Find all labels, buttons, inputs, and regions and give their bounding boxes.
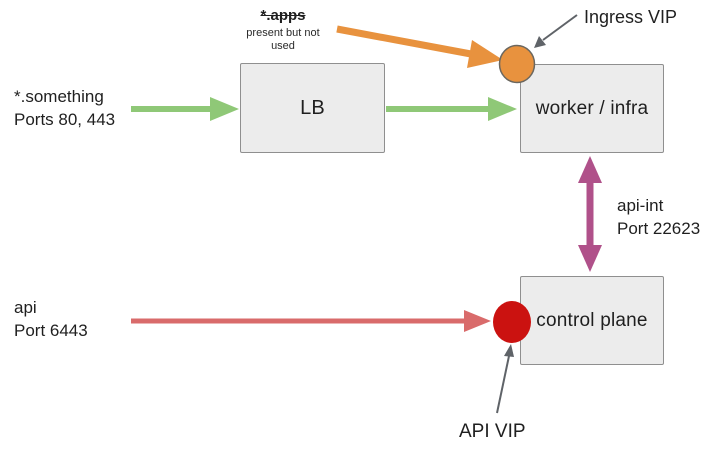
green-arrow-lb-to-worker: [386, 97, 517, 121]
something-ports-label: *.something Ports 80, 443: [14, 85, 115, 131]
red-arrowhead-icon: [464, 310, 491, 332]
green-arrowhead-icon: [210, 97, 239, 121]
api-vip-label: API VIP: [459, 421, 526, 442]
magenta-arrowhead-up-icon: [578, 156, 602, 183]
apps-label: *.apps present but not used: [233, 7, 333, 53]
ingress-vip-dot: [498, 44, 536, 84]
node-worker-infra: worker / infra: [520, 64, 664, 153]
api-int-label-line2: Port 22623: [617, 219, 701, 238]
gray-pointer-shaft: [542, 14, 578, 41]
node-lb: LB: [240, 63, 385, 153]
green-arrowhead-icon: [488, 97, 517, 121]
magenta-double-arrow-api-int: [578, 156, 602, 272]
gray-arrowhead-icon: [534, 36, 546, 48]
api-label-line2: Port 6443: [14, 321, 88, 340]
magenta-arrowhead-down-icon: [578, 245, 602, 272]
node-control-plane-label: control plane: [536, 309, 648, 331]
gray-pointer-api-vip: [496, 344, 514, 414]
api-int-label: api-int Port 22623: [617, 194, 700, 240]
api-int-label-line1: api-int: [617, 196, 664, 215]
something-label-line2: Ports 80, 443: [14, 110, 116, 129]
node-worker-infra-label: worker / infra: [535, 97, 649, 119]
node-control-plane: control plane: [520, 276, 664, 365]
orange-arrowhead-icon: [467, 40, 503, 68]
apps-label-title: *.apps: [260, 7, 306, 24]
api-vip-dot: [493, 301, 531, 343]
something-label-line1: *.something: [14, 87, 104, 106]
node-lb-label: LB: [300, 96, 325, 119]
green-arrow-ingress-to-lb: [131, 97, 239, 121]
api-label-line1: api: [14, 298, 37, 317]
red-arrow-api-to-control-plane: [131, 310, 491, 332]
orange-arrow-shaft: [336, 25, 472, 58]
ingress-vip-label: Ingress VIP: [584, 7, 678, 27]
gray-pointer-ingress-vip: [534, 14, 578, 48]
gray-pointer-shaft: [496, 355, 510, 414]
api-port-label: api Port 6443: [14, 296, 88, 342]
orange-arrow-apps-to-ingress-vip: [336, 25, 503, 68]
gray-arrowhead-icon: [504, 344, 514, 357]
apps-label-note: present but not used: [246, 27, 320, 52]
